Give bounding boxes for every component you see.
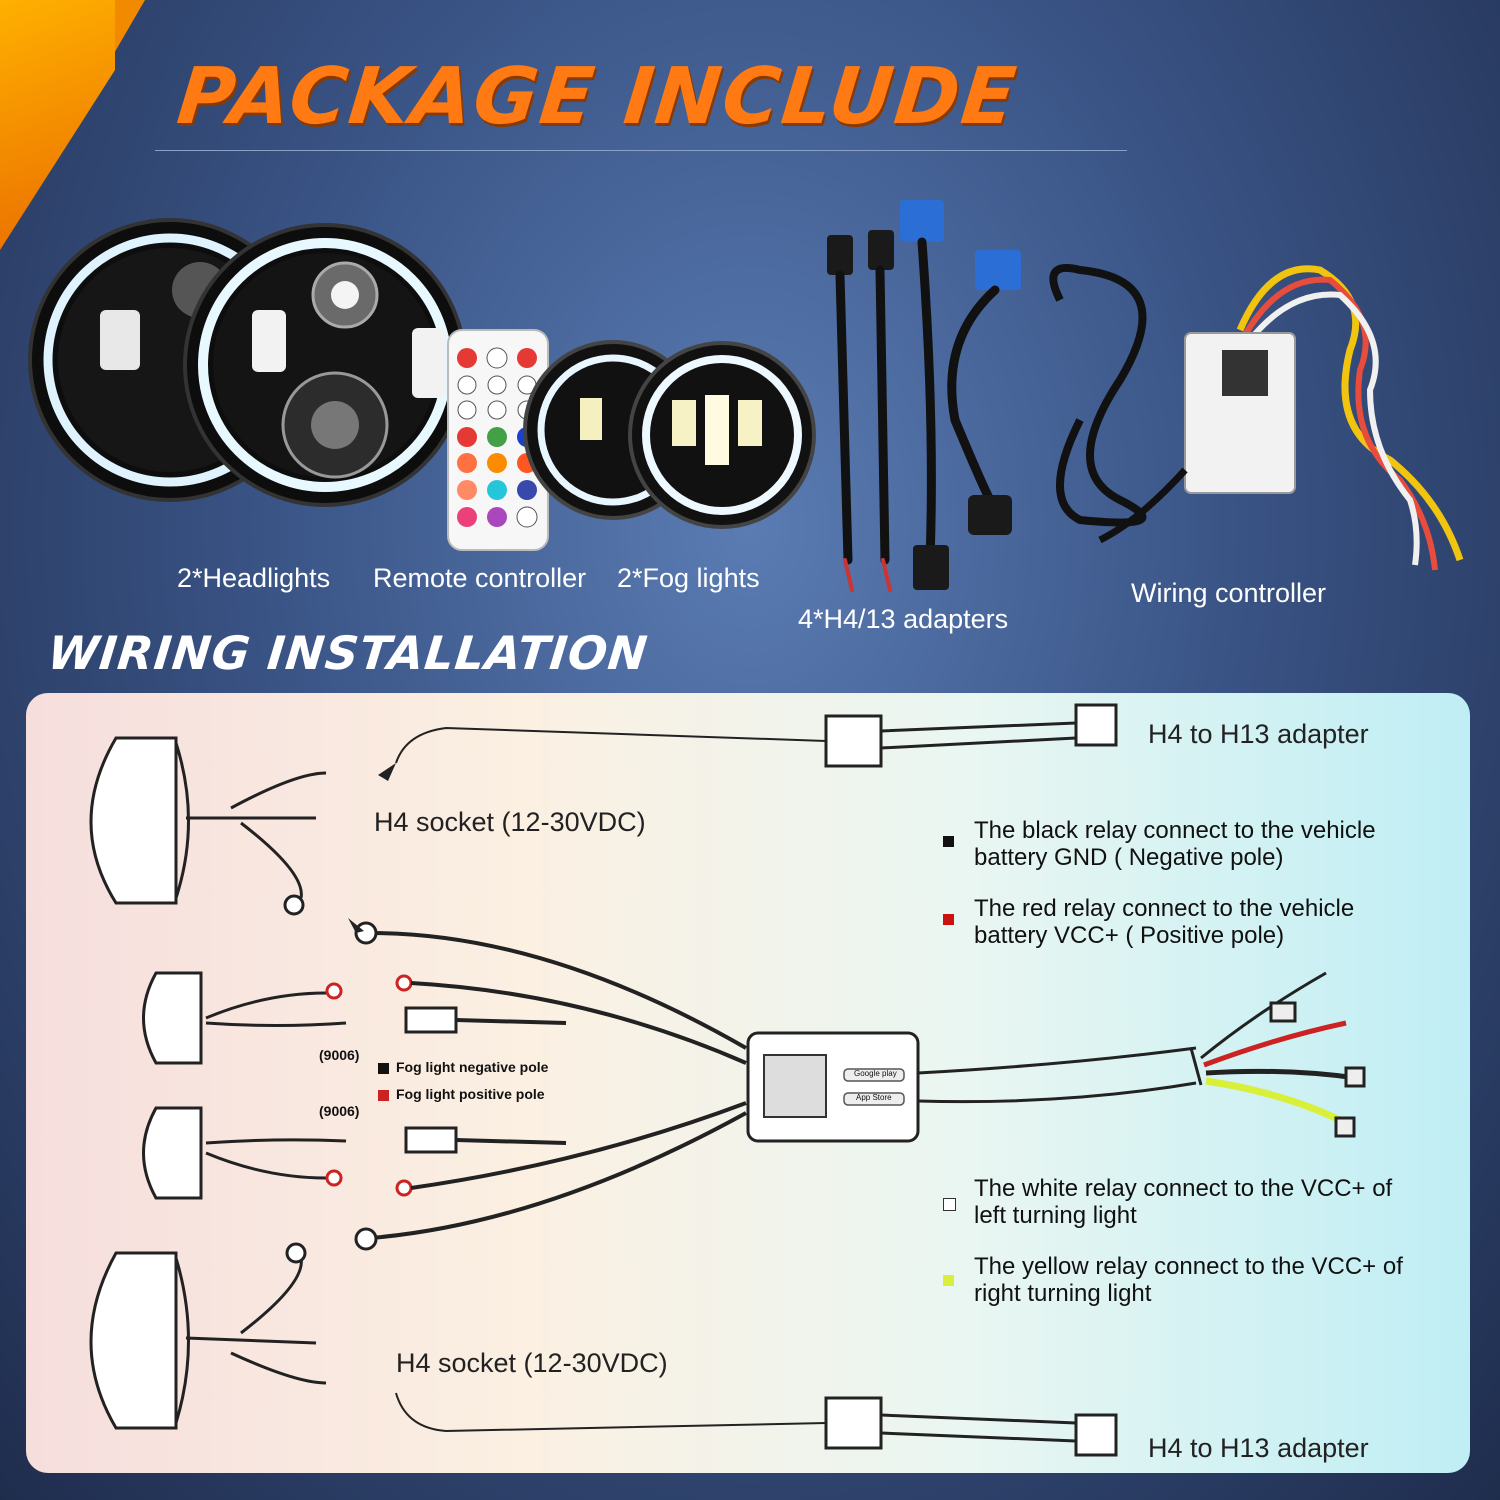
fog-lights-image: [523, 340, 816, 529]
fog-lights-label: 2*Fog lights: [617, 563, 760, 593]
fog-positive-swatch: [378, 1090, 389, 1101]
headlights-label: 2*Headlights: [177, 563, 331, 593]
note-black: The black relay connect to the vehicle b…: [974, 817, 1376, 871]
adapters-image: [827, 200, 1021, 592]
adapters-label: 4*H4/13 adapters: [798, 604, 1009, 634]
note-white: The white relay connect to the VCC+ of l…: [974, 1175, 1393, 1229]
code-9006-top: (9006): [319, 1047, 360, 1063]
remote-controller-label: Remote controller: [373, 563, 587, 593]
google-play-badge: Google play: [854, 1069, 897, 1078]
socket-bottom-label: H4 socket (12-30VDC): [396, 1348, 668, 1378]
note-red-swatch: [943, 914, 954, 925]
remote-controller-image: [447, 329, 549, 551]
code-9006-bottom: (9006): [319, 1103, 360, 1119]
wiring-diagram: [89, 703, 1366, 1457]
adapter-top-label: H4 to H13 adapter: [1148, 719, 1369, 749]
socket-top-label: H4 socket (12-30VDC): [374, 807, 646, 837]
headlight-right-image: [183, 223, 467, 507]
app-store-badge: App Store: [856, 1093, 892, 1102]
wiring-controller-label: Wiring controller: [1131, 578, 1327, 608]
fog-negative-swatch: [378, 1063, 389, 1074]
fog-positive-label: Fog light positive pole: [396, 1086, 545, 1102]
wiring-controller-image: [1049, 264, 1464, 571]
note-yellow: The yellow relay connect to the VCC+ of …: [974, 1253, 1403, 1307]
fog-negative-label: Fog light negative pole: [396, 1059, 549, 1075]
wiring-diagram-panel: H4 to H13 adapter H4 socket (12-30VDC) H…: [26, 693, 1470, 1473]
product-illustrations: [28, 200, 1464, 592]
section-title: WIRING INSTALLATION: [45, 626, 651, 680]
note-black-swatch: [943, 836, 954, 847]
note-red: The red relay connect to the vehicle bat…: [974, 895, 1355, 949]
adapter-bottom-label: H4 to H13 adapter: [1148, 1433, 1369, 1463]
title-divider: [155, 150, 1127, 151]
note-yellow-swatch: [943, 1275, 954, 1286]
note-white-swatch: [943, 1198, 956, 1211]
